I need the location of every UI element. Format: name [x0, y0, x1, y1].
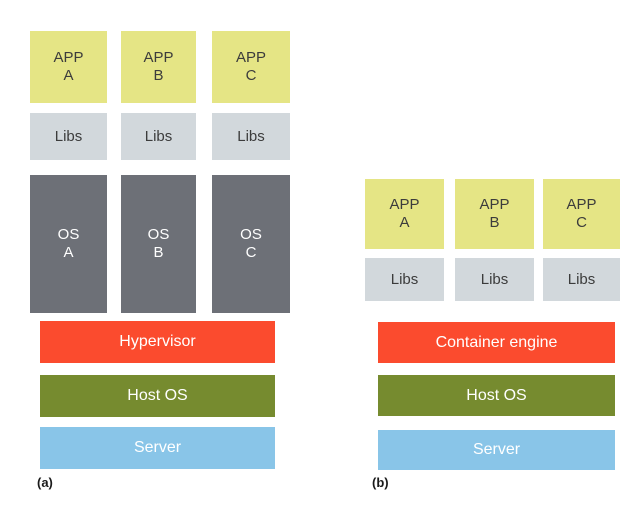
app-box-c: APP C: [543, 179, 620, 249]
guest-os-box-c: OS C: [212, 175, 290, 313]
panel-b-caption: (b): [372, 475, 389, 490]
host-os-bar: Host OS: [40, 375, 275, 417]
app-box-a: APP A: [365, 179, 444, 249]
guest-os-box-a: OS A: [30, 175, 107, 313]
host-os-bar: Host OS: [378, 375, 615, 416]
panel-containers: APP A APP B APP C Libs Libs Libs Contain…: [330, 0, 640, 516]
app-box-a: APP A: [30, 31, 107, 103]
libs-box-a: Libs: [365, 258, 444, 301]
libs-box-b: Libs: [455, 258, 534, 301]
hypervisor-bar: Hypervisor: [40, 321, 275, 363]
panel-virtual-machines: APP A APP B APP C Libs Libs Libs OS A OS…: [30, 31, 290, 490]
app-box-b: APP B: [121, 31, 196, 103]
panel-a-caption: (a): [37, 475, 53, 490]
app-box-b: APP B: [455, 179, 534, 249]
server-bar: Server: [378, 430, 615, 470]
libs-box-c: Libs: [212, 113, 290, 160]
libs-box-c: Libs: [543, 258, 620, 301]
libs-box-a: Libs: [30, 113, 107, 160]
guest-os-box-b: OS B: [121, 175, 196, 313]
container-engine-bar: Container engine: [378, 322, 615, 363]
server-bar: Server: [40, 427, 275, 469]
libs-box-b: Libs: [121, 113, 196, 160]
app-box-c: APP C: [212, 31, 290, 103]
